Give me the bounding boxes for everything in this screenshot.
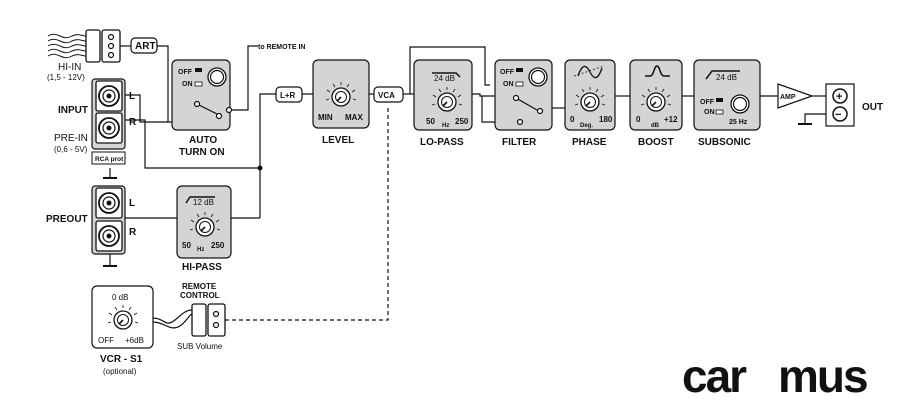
- hi-pass-50: 50: [182, 241, 191, 250]
- lo-pass-50: 50: [426, 117, 435, 126]
- auto-turn-on-button[interactable]: [207, 67, 227, 87]
- input-left-rca-jack: [95, 80, 123, 112]
- lo-pass-slope: 24 dB: [434, 74, 455, 83]
- auto-off-label: OFF: [178, 69, 193, 76]
- hi-pass-curve-icon: [185, 196, 215, 204]
- preout-right-rca-jack: [95, 220, 123, 252]
- output-minus-sign: −: [835, 109, 841, 121]
- to-remote-in-label: to REMOTE IN: [258, 44, 305, 51]
- preout-l-label: L: [129, 198, 135, 209]
- subsonic-slope: 24 dB: [716, 73, 737, 82]
- preout-left-rca-jack: [95, 187, 123, 219]
- rca-prot-box: [91, 151, 126, 165]
- input-label: INPUT: [58, 105, 88, 116]
- signal-wires: [109, 45, 826, 329]
- preout-label: PREOUT: [46, 214, 88, 225]
- svg-text:mus: mus: [778, 350, 867, 402]
- amp-label: AMP: [780, 94, 796, 101]
- l-plus-r-label: L+R: [280, 91, 296, 100]
- vca-box: [373, 86, 404, 103]
- boost-label: BOOST: [638, 137, 674, 148]
- out-label: OUT: [862, 102, 883, 113]
- pre-in-range: (0,6 - 5V): [54, 145, 88, 154]
- boost-db: dB: [651, 123, 660, 129]
- level-label: LEVEL: [322, 135, 354, 146]
- level-min-label: MIN: [318, 113, 333, 122]
- art-label: ART: [135, 41, 156, 52]
- vcr-optional-label: (optional): [103, 367, 137, 376]
- vcr-0db: 0 dB: [112, 293, 128, 302]
- subsonic-label: SUBSONIC: [698, 137, 751, 148]
- boost-12: +12: [664, 115, 678, 124]
- filter-button[interactable]: [528, 67, 548, 87]
- input-l-label: L: [129, 91, 135, 102]
- vca-label: VCA: [378, 91, 395, 100]
- vcr-off: OFF: [98, 336, 114, 345]
- remote-plug: [191, 303, 207, 337]
- svg-text:car: car: [682, 350, 747, 402]
- subsonic-curve-icon: [705, 70, 740, 80]
- phase-0: 0: [570, 115, 575, 124]
- output-minus-terminal: [832, 106, 848, 122]
- level-max-label: MAX: [345, 113, 363, 122]
- hi-pass-250: 250: [211, 241, 225, 250]
- boost-0: 0: [636, 115, 641, 124]
- subsonic-off-label: OFF: [700, 99, 715, 106]
- art-box: [130, 37, 158, 54]
- input-right-rca-jack: [95, 112, 123, 144]
- filter-label: FILTER: [502, 137, 537, 148]
- input-r-label: R: [129, 117, 137, 128]
- rca-prot-label: RCA prot: [95, 156, 124, 163]
- vcr-plus6: +6dB: [125, 336, 144, 345]
- phase-wave-icon: [577, 65, 603, 79]
- l-plus-r-box: [275, 86, 303, 103]
- filter-switch-icon: [512, 94, 544, 126]
- lo-pass-250: 250: [455, 117, 469, 126]
- lo-pass-label: LO-PASS: [420, 137, 464, 148]
- sub-volume-label: SUB Volume: [177, 342, 223, 351]
- filter-off-label: OFF: [500, 69, 515, 76]
- hi-in-label: HI-IN: [58, 62, 81, 73]
- remote-control-label-1: REMOTE: [182, 282, 217, 291]
- hi-pass-hz: Hz: [197, 247, 204, 253]
- hi-pass-label: HI-PASS: [182, 262, 222, 273]
- carmus-watermark-logo: car mus: [682, 350, 869, 402]
- phase-label: PHASE: [572, 137, 607, 148]
- output-plus-terminal: [832, 88, 848, 104]
- vcr-s1-label: VCR - S1: [100, 354, 143, 365]
- lo-pass-curve-icon: [432, 72, 461, 78]
- output-plus-sign: +: [836, 91, 842, 103]
- hi-in-connector: [47, 29, 121, 63]
- wire-junction: [257, 165, 263, 171]
- phase-deg: Deg.: [580, 123, 593, 129]
- auto-turn-on-label-1: AUTO: [189, 135, 217, 146]
- pre-in-label: PRE-IN: [54, 133, 88, 144]
- phase-180: 180: [599, 115, 613, 124]
- lo-pass-hz: Hz: [442, 123, 449, 129]
- hi-in-range: (1,5 - 12V): [47, 73, 85, 82]
- remote-jack: [207, 303, 226, 337]
- boost-curve-icon: [645, 65, 670, 77]
- auto-turn-on-label-2: TURN ON: [179, 147, 225, 158]
- auto-turn-on-switch-icon: [193, 100, 233, 120]
- subsonic-button[interactable]: [730, 94, 750, 114]
- filter-on-label: ON: [503, 81, 514, 88]
- amp-icon: [777, 83, 814, 109]
- subsonic-25hz: 25 Hz: [729, 119, 748, 126]
- auto-on-label: ON: [182, 81, 193, 88]
- subsonic-on-label: ON: [704, 109, 715, 116]
- hi-pass-slope: 12 dB: [193, 198, 214, 207]
- preout-r-label: R: [129, 227, 137, 238]
- remote-control-label-2: CONTROL: [180, 291, 220, 300]
